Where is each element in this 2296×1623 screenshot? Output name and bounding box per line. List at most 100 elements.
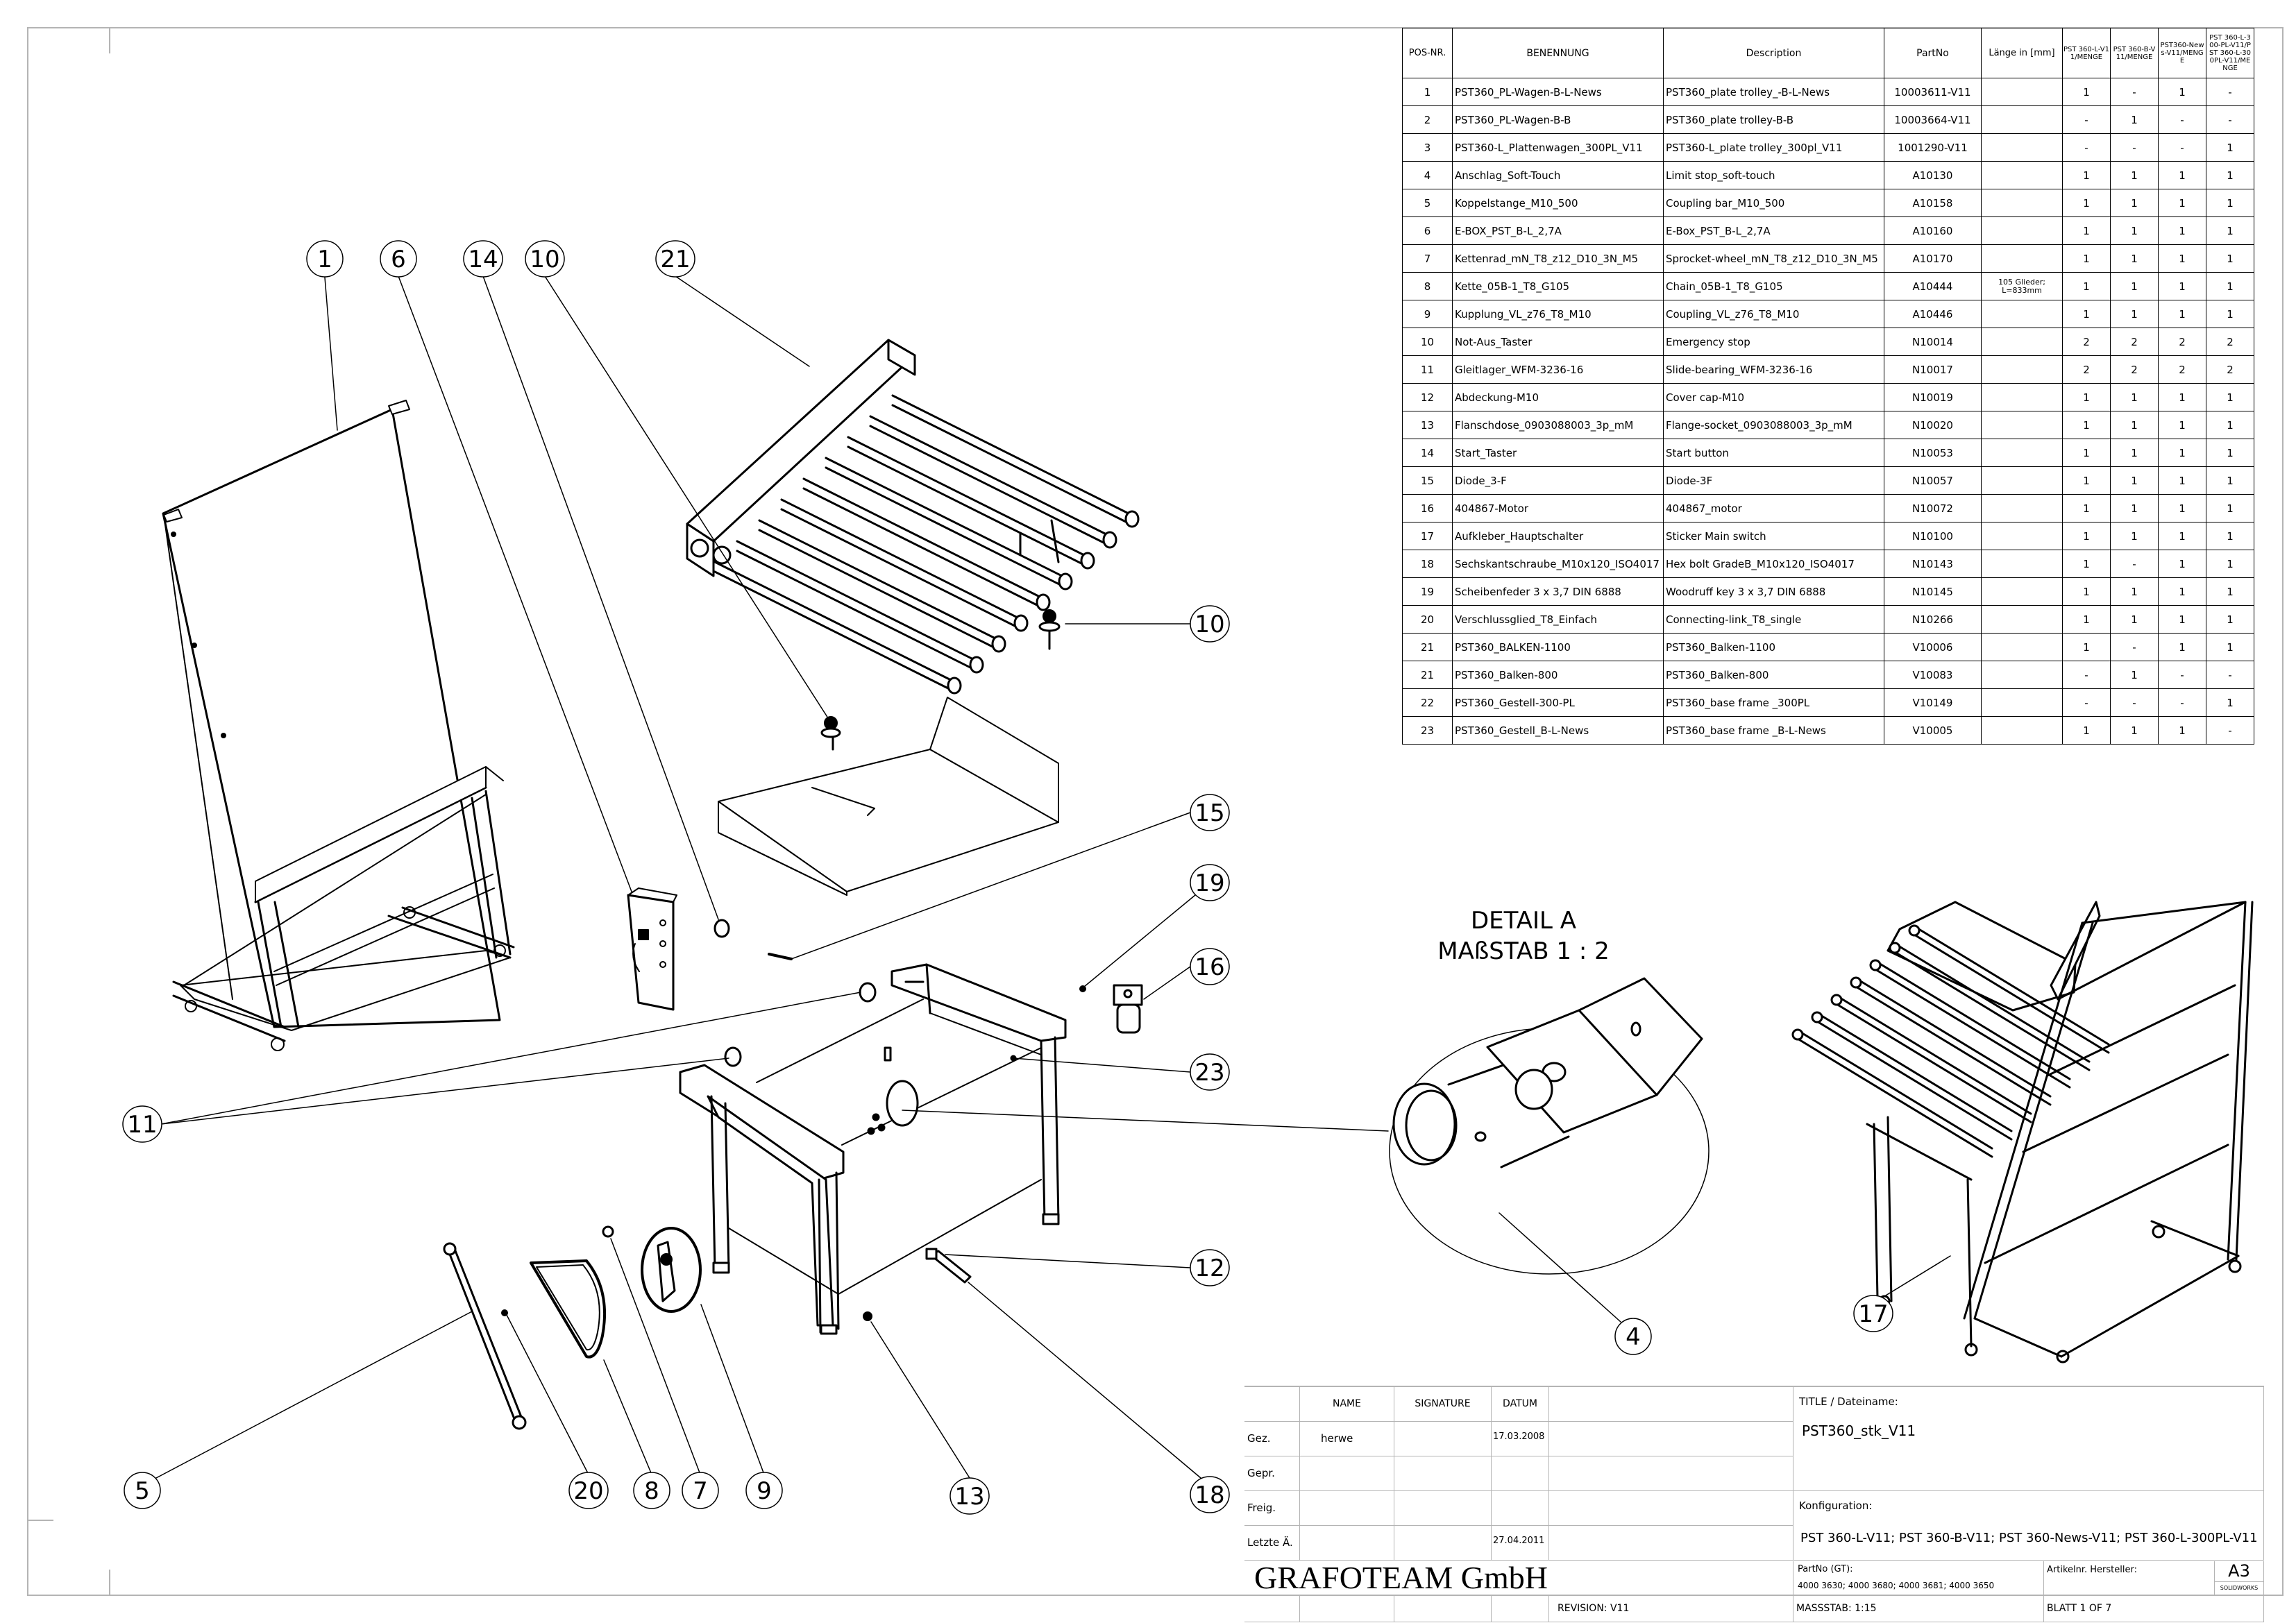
bom-qty-news: 1	[2158, 605, 2206, 634]
tb-row-freig: Freig.	[1244, 1491, 1300, 1526]
bom-qty-news: 1	[2158, 161, 2206, 189]
balloon-15: 15	[1190, 794, 1230, 831]
bom-description: Flange-socket_0903088003_3p_mM	[1663, 411, 1884, 439]
bom-qty-l: 1	[2062, 633, 2111, 661]
woodruff-key-part	[1079, 985, 1086, 992]
tb-artikel-label: Artikelnr. Hersteller:	[2044, 1561, 2215, 1596]
chain-part	[530, 1259, 607, 1359]
balloon-circle	[1190, 794, 1230, 831]
roller-bar	[736, 550, 974, 670]
header-partno: PartNo	[1884, 28, 1982, 78]
header-benennung: BENENNUNG	[1452, 28, 1664, 78]
bom-partno: N10266	[1884, 605, 1982, 634]
balloon-label: 18	[1195, 1481, 1224, 1509]
balloon-circle	[525, 240, 565, 278]
tb-cad: SOLIDWORKS	[2215, 1582, 2264, 1596]
roller-bar	[1874, 968, 2071, 1089]
bom-description: Emergency stop	[1663, 328, 1884, 356]
balloon-label: 10	[530, 246, 559, 273]
bom-qty-b: -	[2110, 633, 2159, 661]
bom-qty-300pl: -	[2206, 105, 2254, 134]
bom-laenge	[1981, 383, 2063, 411]
balloon-circle	[745, 1472, 783, 1509]
tb-cell	[1549, 1387, 1793, 1422]
bom-partno: N10053	[1884, 439, 1982, 467]
bom-benennung: Kettenrad_mN_T8_z12_D10_3N_M5	[1452, 244, 1664, 273]
bom-qty-l: 2	[2062, 328, 2111, 356]
bom-qty-news: 1	[2158, 383, 2206, 411]
bom-partno: A10160	[1884, 216, 1982, 245]
bom-laenge	[1981, 216, 2063, 245]
bom-laenge	[1981, 466, 2063, 495]
bom-qty-b: 1	[2110, 411, 2159, 439]
balloon-circle	[655, 240, 695, 278]
bom-pos: 21	[1402, 661, 1453, 689]
balloon-circle	[1190, 605, 1230, 643]
balloon-circle	[1190, 1053, 1230, 1091]
bom-pos: 23	[1402, 716, 1453, 745]
tb-cell	[1300, 1526, 1394, 1561]
bom-description: Chain_05B-1_T8_G105	[1663, 272, 1884, 300]
balloon-circle	[1853, 1295, 1893, 1332]
balloon-13: 13	[949, 1477, 990, 1515]
tb-partno-value: 4000 3630; 4000 3680; 4000 3681; 4000 36…	[1798, 1581, 1995, 1590]
bom-qty-l: -	[2062, 688, 2111, 717]
bom-laenge	[1981, 411, 2063, 439]
bom-partno: N10019	[1884, 383, 1982, 411]
balloon-18: 18	[1190, 1476, 1230, 1513]
bom-qty-news: 1	[2158, 189, 2206, 217]
balloon-14: 14	[463, 240, 503, 278]
tb-title-label: TITLE / Dateiname:	[1799, 1395, 1898, 1408]
bom-partno: A10158	[1884, 189, 1982, 217]
bom-qty-news: 1	[2158, 411, 2206, 439]
bom-benennung: Start_Taster	[1452, 439, 1664, 467]
bom-description: PST360-L_plate trolley_300pl_V11	[1663, 133, 1884, 162]
coupling-disc-part	[641, 1227, 702, 1313]
roller-bar	[802, 477, 1041, 598]
tb-letzte-date: 27.04.2011	[1492, 1526, 1549, 1561]
bill-of-materials-table: POS-NR. BENENNUNG Description PartNo Län…	[1402, 28, 2254, 745]
bom-benennung: Flanschdose_0903088003_3p_mM	[1452, 411, 1664, 439]
sprocket-part	[602, 1225, 614, 1238]
balloon-label: 19	[1195, 869, 1224, 897]
balloon-23: 23	[1190, 1053, 1230, 1091]
bom-partno: V10149	[1884, 688, 1982, 717]
bom-qty-300pl: 2	[2206, 328, 2254, 356]
bom-qty-news: -	[2158, 133, 2206, 162]
roller-bar	[758, 529, 997, 649]
bom-qty-300pl: 1	[2206, 550, 2254, 578]
roller-bar	[825, 466, 1063, 587]
coupling-bar-part	[443, 1242, 527, 1430]
plate-trolley-part	[162, 400, 515, 1051]
balloon-label: 23	[1195, 1059, 1224, 1087]
balloon-7: 7	[682, 1472, 719, 1509]
balloon-5: 5	[124, 1472, 161, 1509]
tb-row-letzte: Letzte Ä.	[1244, 1526, 1300, 1561]
bom-laenge	[1981, 550, 2063, 578]
bom-qty-news: 1	[2158, 494, 2206, 522]
bom-description: PST360_base frame _300PL	[1663, 688, 1884, 717]
roller-bar	[891, 394, 1130, 515]
bom-benennung: Gleitlager_WFM-3236-16	[1452, 355, 1664, 384]
roller-end	[1850, 976, 1862, 989]
bom-description: 404867_motor	[1663, 494, 1884, 522]
balloon-label: 9	[757, 1477, 772, 1505]
bom-laenge	[1981, 494, 2063, 522]
roller-bar	[1796, 1037, 1993, 1158]
bom-partno: N10143	[1884, 550, 1982, 578]
bom-qty-300pl: 1	[2206, 244, 2254, 273]
bom-pos: 13	[1402, 411, 1453, 439]
bom-partno: V10005	[1884, 716, 1982, 745]
tb-config-box	[1793, 1491, 2264, 1561]
bom-qty-300pl: 1	[2206, 161, 2254, 189]
bom-partno: 10003611-V11	[1884, 78, 1982, 106]
bom-laenge	[1981, 577, 2063, 606]
tb-cell	[1300, 1456, 1394, 1491]
